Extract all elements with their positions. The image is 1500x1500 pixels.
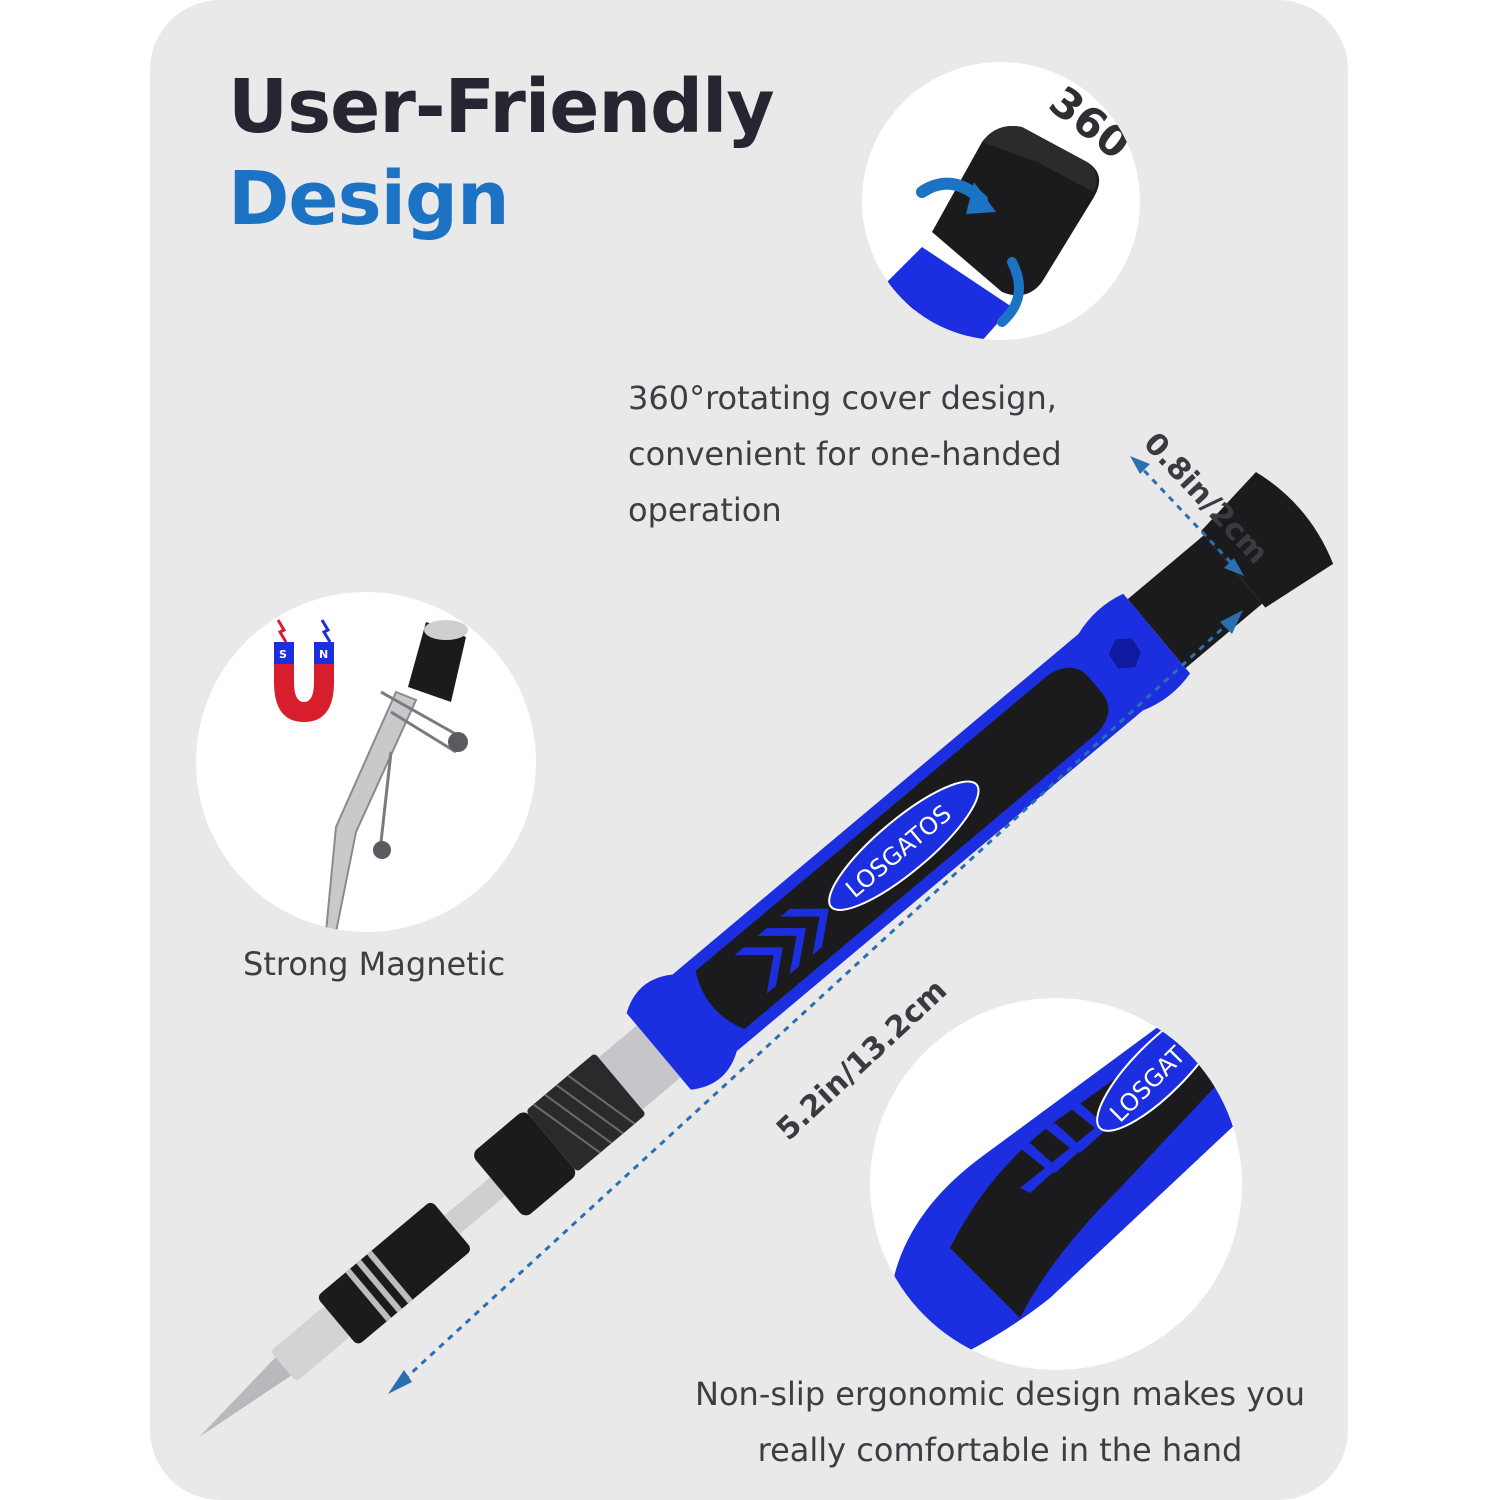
screwdriver-tip (199, 1357, 292, 1438)
length-arrow-start (388, 1370, 412, 1394)
width-arrow-start (1130, 456, 1150, 474)
magnetic-caption: Strong Magnetic (243, 945, 506, 983)
width-arrow-end (1224, 558, 1244, 576)
magnet-illustration: S N (274, 619, 468, 932)
caption-line: operation (628, 491, 782, 529)
ergonomic-caption: Non-slip ergonomic design makes you real… (680, 1366, 1320, 1478)
title-line-1: User-Friendly (228, 64, 775, 150)
caption-line: really comfortable in the hand (757, 1431, 1243, 1469)
bit-sleeve (318, 1202, 471, 1344)
knurled-collar (527, 1054, 645, 1171)
svg-text:S: S (279, 648, 287, 661)
width-dimension-line (1134, 460, 1240, 572)
caption-line: Non-slip ergonomic design makes you (695, 1375, 1305, 1413)
length-arrow-end (1220, 610, 1243, 634)
magnetic-circle: S N (196, 592, 536, 932)
rotating-cover-caption: 360°rotating cover design, convenient fo… (628, 370, 1062, 538)
length-dimension-line (393, 614, 1238, 1390)
ergonomic-circle: LOSGAT (870, 998, 1242, 1370)
caption-line: 360°rotating cover design, (628, 379, 1057, 417)
caption-line: convenient for one-handed (628, 435, 1062, 473)
title-line-2: Design (228, 156, 510, 242)
svg-text:N: N (319, 648, 328, 661)
